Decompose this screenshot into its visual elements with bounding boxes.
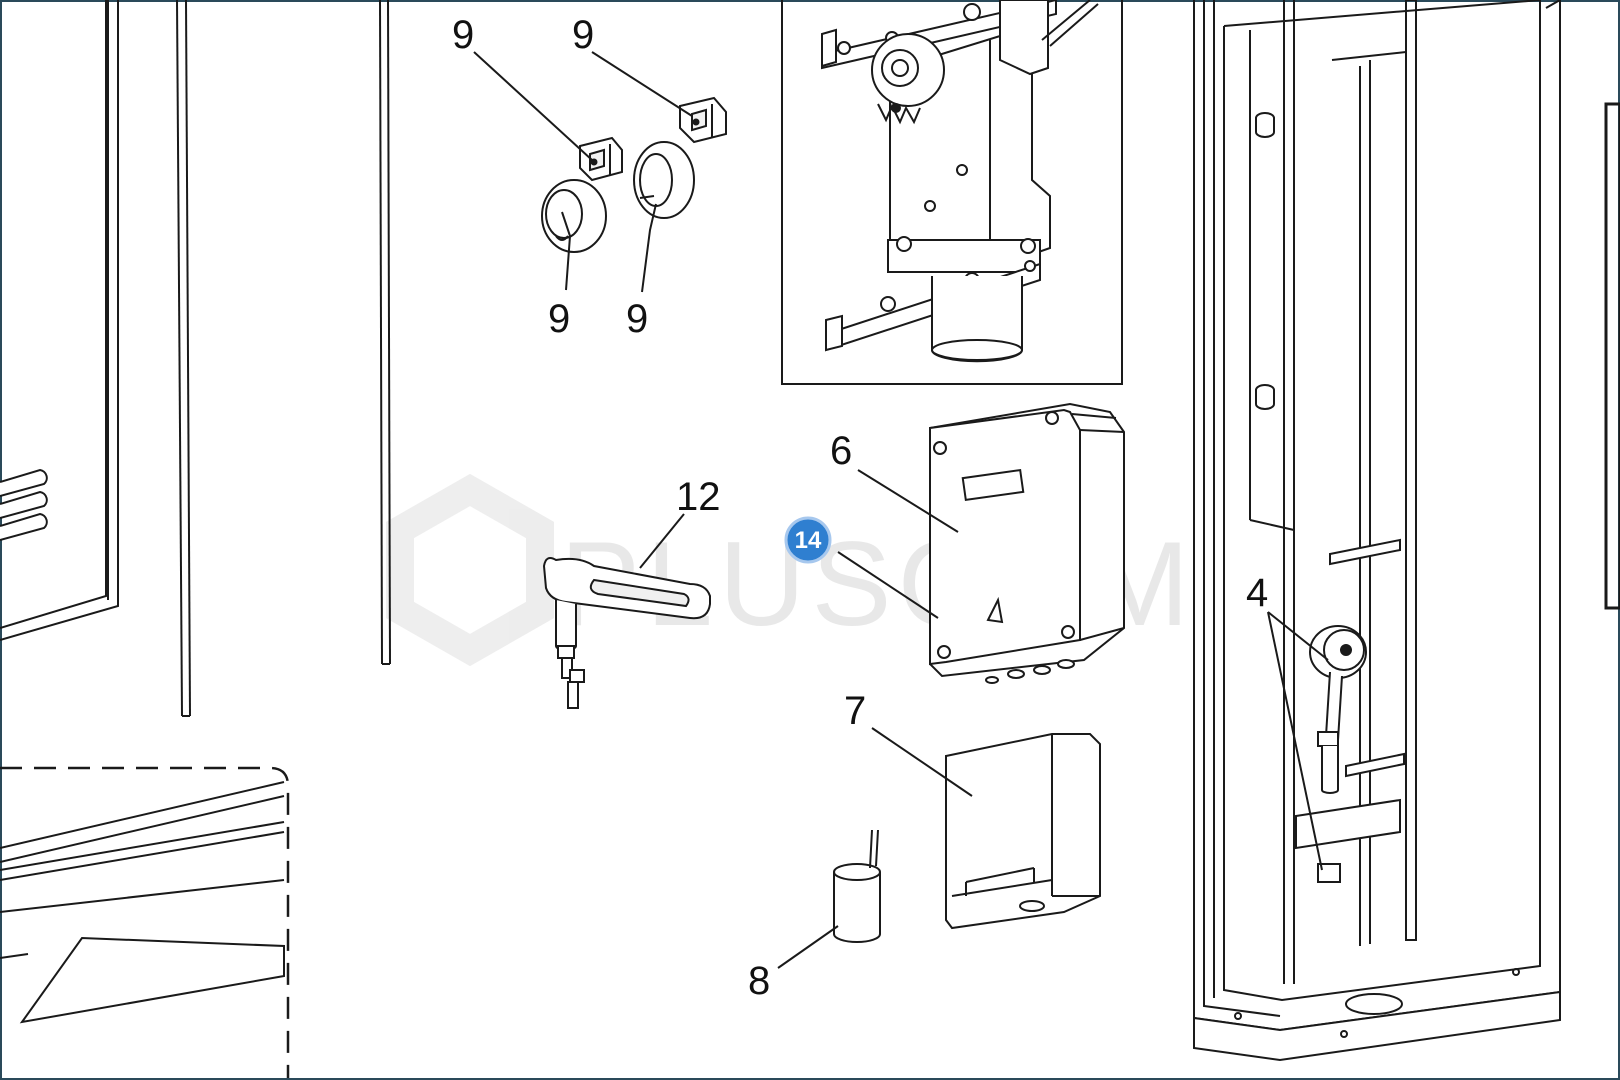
dashed-detail-region	[0, 766, 290, 1078]
callout-12: 12	[676, 475, 721, 519]
right-edge-panel	[1604, 102, 1620, 610]
leader-line-14	[837, 551, 939, 619]
control-box-part-6	[929, 402, 1125, 684]
leader-line-6	[857, 469, 959, 533]
callout-9-bottom-right: 9	[626, 297, 648, 341]
clip-right	[679, 96, 727, 144]
callout-7: 7	[844, 689, 866, 733]
leader-line-7	[871, 727, 973, 797]
motor-detail-box	[781, 0, 1123, 385]
callout-8: 8	[748, 959, 770, 1003]
callout-9-bottom-left: 9	[548, 297, 570, 341]
leader-lines-4	[1267, 611, 1329, 871]
callout-9-top-left: 9	[452, 13, 474, 57]
handle-part-12	[542, 557, 711, 709]
left-door-panel	[0, 0, 119, 641]
left-rod	[176, 0, 191, 717]
badge-circle	[784, 516, 832, 564]
capacitor-part-8	[833, 829, 881, 943]
clip-left	[579, 136, 623, 182]
badge-14: 14	[784, 516, 939, 619]
leader-line-12	[639, 513, 685, 569]
leader-line-8	[777, 925, 839, 969]
ring-right	[633, 141, 695, 219]
watermark-hexagon	[386, 473, 554, 667]
callout-9-top-right: 9	[572, 13, 594, 57]
cabinet-column	[1193, 0, 1561, 1062]
middle-rod	[379, 0, 391, 665]
cover-part-7	[945, 733, 1101, 930]
badge-label: 14	[795, 527, 822, 554]
callout-6: 6	[830, 429, 852, 473]
callout-4: 4	[1246, 571, 1268, 615]
leader-lines-9	[473, 51, 693, 293]
ring-left	[541, 179, 607, 253]
